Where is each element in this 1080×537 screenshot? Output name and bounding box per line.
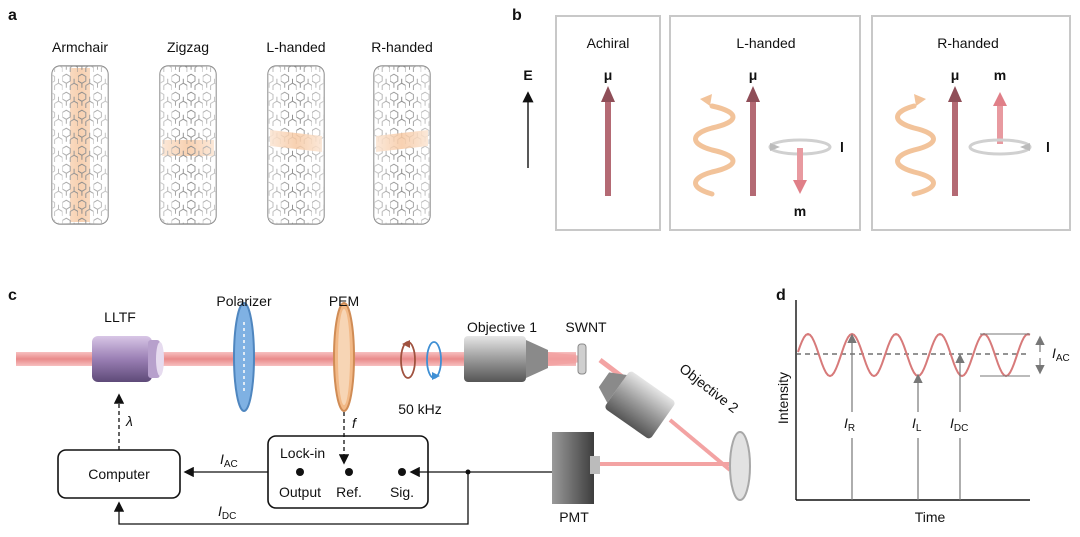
panel-c-letter: c [8, 287, 17, 304]
lltf-device [92, 336, 164, 382]
box-r-handed-title: R-handed [937, 35, 999, 51]
objective-1-label: Objective 1 [467, 319, 537, 335]
x-axis-label: Time [915, 509, 946, 525]
box-achiral-title: Achiral [587, 35, 630, 51]
tube-label-l-handed: L-handed [266, 39, 325, 55]
mu-arrow-l [746, 86, 760, 196]
l-label-r: l [1046, 139, 1050, 155]
tube-label-zigzag: Zigzag [167, 39, 209, 55]
panel-b: b E Achiral μ L-handed μ l m R-handed [512, 7, 1071, 231]
helix-l-arrowhead [700, 94, 712, 106]
swnt-label: SWNT [565, 319, 607, 335]
mu-label-l: μ [749, 67, 758, 83]
m-arrow-l [793, 148, 807, 194]
mu-arrow-achiral [601, 86, 615, 196]
nanotube-l-handed [267, 65, 325, 225]
idc-signal-line [113, 472, 469, 525]
ir-label-bg [838, 412, 866, 438]
computer-label: Computer [88, 466, 150, 482]
il-label: IL [912, 415, 922, 434]
m-arrow-r [993, 92, 1007, 144]
polarizer-label: Polarizer [216, 293, 272, 309]
mu-label-r: μ [951, 67, 960, 83]
iac-label: IAC [220, 451, 238, 470]
panel-d-letter: d [776, 287, 786, 304]
tube-label-armchair: Armchair [52, 39, 108, 55]
panel-c: c LLTF Polarizer PEM 50 kHz [8, 287, 751, 525]
box-achiral [555, 15, 661, 231]
tube-label-r-handed: R-handed [371, 39, 433, 55]
output-label: Output [279, 484, 321, 500]
sig-label: Sig. [390, 484, 414, 500]
iac-d-label: IAC [1052, 345, 1070, 364]
panel-a-letter: a [8, 7, 17, 24]
y-axis-label: Intensity [775, 372, 791, 424]
swnt-sample [577, 343, 587, 375]
box-l-handed [669, 15, 861, 231]
box-r-handed [871, 15, 1071, 231]
nanotube-armchair [51, 65, 109, 225]
pmt-label: PMT [559, 509, 589, 525]
lltf-label: LLTF [104, 309, 136, 325]
nanotube-r-handed [373, 65, 431, 225]
sig-port [398, 468, 406, 476]
objective-1 [464, 336, 548, 382]
pmt-detector [552, 432, 600, 504]
ref-label: Ref. [336, 484, 362, 500]
panel-b-letter: b [512, 7, 522, 24]
m-label-r: m [994, 67, 1006, 83]
loop-l-arrowhead [770, 143, 780, 151]
objective-2-label: Objective 2 [677, 360, 742, 416]
il-label-bg [904, 412, 932, 438]
panel-a: a Armchair Zigzag L-handed R-handed [8, 7, 433, 225]
helix-r-arrowhead [914, 94, 926, 106]
ref-port [345, 468, 353, 476]
frequency-label: 50 kHz [398, 401, 442, 417]
f-label: f [352, 415, 358, 431]
lambda-label: λ [125, 413, 133, 429]
pem-device [333, 302, 355, 412]
mirror [729, 431, 751, 501]
intensity-waveform [797, 332, 1031, 378]
ir-label: IR [844, 415, 855, 434]
beam-focus [548, 352, 582, 366]
mu-label-achiral: μ [604, 67, 613, 83]
helix-l-handed [693, 103, 736, 197]
polarizer [233, 302, 255, 412]
panel-d: d Intensity Time IAC IR IL IDC [775, 287, 1070, 525]
idc-label: IDC [218, 503, 236, 522]
nanotube-zigzag [159, 65, 217, 225]
output-port [296, 468, 304, 476]
beam-to-mirror [668, 418, 732, 472]
helix-r-handed [895, 103, 936, 197]
loop-r-arrowhead [1020, 143, 1030, 151]
box-l-handed-title: L-handed [736, 35, 795, 51]
idc-label-bg [944, 412, 978, 438]
mu-arrow-r [948, 86, 962, 196]
idc-d-label: IDC [950, 415, 968, 434]
m-label-l: m [794, 203, 806, 219]
e-field-label: E [523, 67, 532, 83]
objective-2 [598, 371, 675, 439]
lockin-label: Lock-in [280, 445, 325, 461]
pem-label: PEM [329, 293, 359, 309]
l-label-l: l [840, 139, 844, 155]
